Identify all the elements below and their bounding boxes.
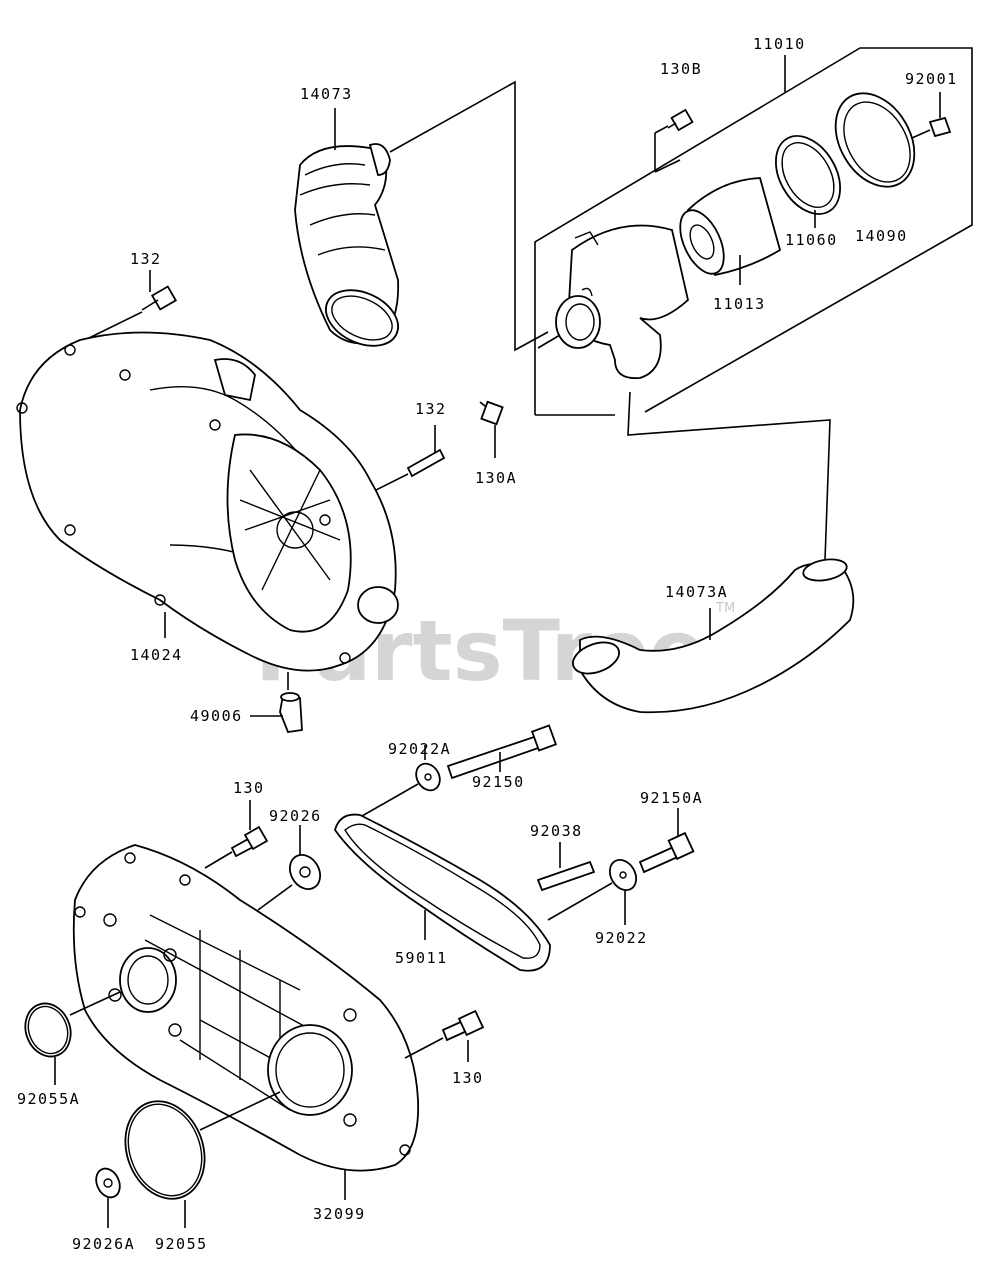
wing-bolt-92001[interactable] bbox=[911, 92, 952, 139]
bolt-130a[interactable] bbox=[479, 400, 504, 458]
bolt-132-upper[interactable] bbox=[84, 270, 178, 341]
label-92022: 92022 bbox=[595, 929, 648, 947]
washer-92022a[interactable] bbox=[354, 745, 445, 821]
bolt-92150a[interactable] bbox=[638, 808, 695, 874]
label-130a: 130A bbox=[475, 469, 517, 487]
label-32099: 32099 bbox=[313, 1205, 366, 1223]
label-14073: 14073 bbox=[300, 85, 353, 103]
filter-element-11013[interactable] bbox=[671, 177, 782, 285]
gasket-11060[interactable] bbox=[763, 125, 853, 228]
label-14024: 14024 bbox=[130, 646, 183, 664]
label-92150a: 92150A bbox=[640, 789, 703, 807]
hose-14073a[interactable] bbox=[569, 391, 855, 714]
washer-92026[interactable] bbox=[257, 825, 326, 911]
label-92055: 92055 bbox=[155, 1235, 208, 1253]
drain-49006[interactable] bbox=[250, 672, 303, 733]
label-14073a: 14073A bbox=[665, 583, 728, 601]
label-11013: 11013 bbox=[713, 295, 766, 313]
label-92055a: 92055A bbox=[17, 1090, 80, 1108]
label-130b: 130B bbox=[660, 60, 702, 78]
label-92026: 92026 bbox=[269, 807, 322, 825]
o-ring-92055a[interactable] bbox=[18, 991, 121, 1085]
label-92026a: 92026A bbox=[72, 1235, 135, 1253]
air-cleaner-assembly[interactable] bbox=[534, 47, 973, 416]
label-132-upper: 132 bbox=[130, 250, 162, 268]
label-130-lower: 130 bbox=[452, 1069, 484, 1087]
label-49006: 49006 bbox=[190, 707, 243, 725]
hose-14073[interactable] bbox=[294, 80, 549, 357]
label-130-upper: 130 bbox=[233, 779, 265, 797]
label-92150: 92150 bbox=[472, 773, 525, 791]
inner-cover-32099[interactable] bbox=[72, 844, 420, 1200]
bolt-92150[interactable] bbox=[446, 724, 558, 780]
bolt-130-lower[interactable] bbox=[404, 1009, 485, 1062]
bolt-130-upper[interactable] bbox=[204, 800, 269, 869]
label-14090: 14090 bbox=[855, 227, 908, 245]
bolt-130b[interactable] bbox=[654, 108, 694, 173]
cover-14090[interactable] bbox=[820, 79, 931, 201]
belt-59011[interactable] bbox=[334, 813, 551, 972]
label-92038: 92038 bbox=[530, 822, 583, 840]
label-92001: 92001 bbox=[905, 70, 958, 88]
washer-92022[interactable] bbox=[547, 855, 641, 925]
label-92022a: 92022A bbox=[388, 740, 451, 758]
label-132-side: 132 bbox=[415, 400, 447, 418]
watermark-trademark: TM bbox=[715, 601, 735, 616]
label-11060: 11060 bbox=[785, 231, 838, 249]
label-11010: 11010 bbox=[753, 35, 806, 53]
pin-92038[interactable] bbox=[536, 842, 596, 892]
washer-92026a[interactable] bbox=[92, 1165, 125, 1228]
o-ring-92055[interactable] bbox=[112, 1090, 281, 1228]
label-59011: 59011 bbox=[395, 949, 448, 967]
outer-cover-14024[interactable] bbox=[16, 331, 399, 672]
